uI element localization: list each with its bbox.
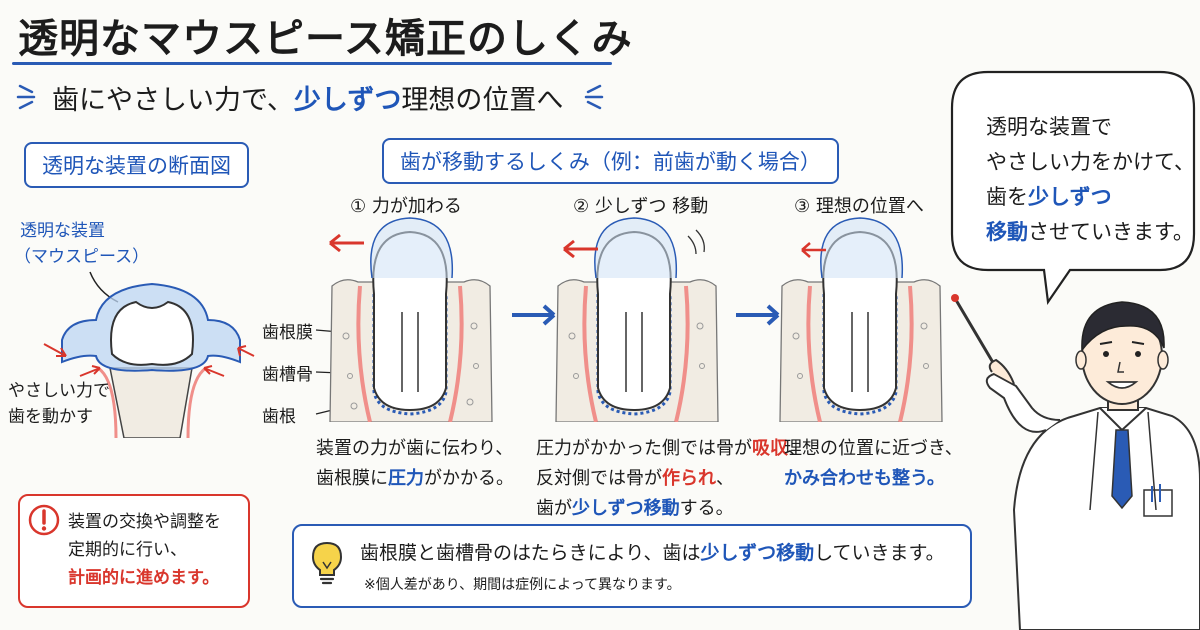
crown xyxy=(110,300,194,366)
subtitle-part2: 理想の位置へ xyxy=(401,85,564,116)
doctor-illustration xyxy=(951,294,1200,630)
title-underline xyxy=(12,62,612,65)
subtitle-highlight: 少しずつ xyxy=(293,85,402,116)
device-label-sub: （マウスピース） xyxy=(14,247,150,267)
bubble-line1: 透明な装置で xyxy=(986,115,1112,139)
tip-main: 歯根膜と歯槽骨のはたらきにより、歯は少しずつ移動していきます。 xyxy=(360,542,945,564)
desc3-line2: かみ合わせも整う。 xyxy=(784,468,945,489)
desc1-line2: 歯根膜に圧力がかかる。 xyxy=(316,468,514,489)
tip-note: ※個人差があり、期間は症例によって異なります。 xyxy=(364,577,681,593)
label-alveolar-bone: 歯槽骨 xyxy=(262,365,313,385)
exclamation-icon xyxy=(28,504,60,536)
tooth-step-3 xyxy=(779,217,943,422)
force-arrow-step-1 xyxy=(329,233,364,253)
next-arrow-2 xyxy=(736,304,780,326)
label-root: 歯根 xyxy=(262,407,296,427)
desc2-line3: 歯が少しずつ移動する。 xyxy=(536,498,734,519)
cross-section-heading: 透明な装置の断面図 xyxy=(24,142,249,188)
force-arrow-step-3 xyxy=(801,242,826,258)
root xyxy=(109,367,193,438)
step-3-description: 理想の位置に近づき、 かみ合わせも整う。 xyxy=(784,434,963,494)
emphasis-marks-right xyxy=(584,84,604,110)
warning-line2: 定期的に行い、 xyxy=(68,540,187,560)
tooth-step-1 xyxy=(329,217,493,422)
next-arrow-1 xyxy=(512,304,556,326)
lightbulb-icon xyxy=(311,541,343,585)
bubble-line4: 移動させていきます。 xyxy=(986,220,1194,244)
step-1-description: 装置の力が歯に伝わり、 歯根膜に圧力がかかる。 xyxy=(316,434,514,494)
label-periodontal-ligament: 歯根膜 xyxy=(262,323,313,343)
speech-bubble xyxy=(950,70,1196,306)
desc1-line1: 装置の力が歯に伝わり、 xyxy=(316,438,514,459)
tooth-step-2 xyxy=(555,217,719,422)
step-2-label: ② 少しずつ 移動 xyxy=(573,196,709,217)
force-arrow-step-2 xyxy=(563,239,598,259)
desc2-line2: 反対側では骨が作られ、 xyxy=(536,468,734,489)
tip-box: 歯根膜と歯槽骨のはたらきにより、歯は少しずつ移動していきます。 ※個人差があり、… xyxy=(292,524,972,608)
step-3-label: ③ 理想の位置へ xyxy=(794,196,924,217)
mechanism-heading: 歯が移動するしくみ（例：前歯が動く場合） xyxy=(382,138,839,184)
warning-box: 装置の交換や調整を 定期的に行い、 計画的に進めます。 xyxy=(18,494,250,608)
bubble-line2: やさしい力をかけて、 xyxy=(986,150,1195,174)
force-label-line1: やさしい力で xyxy=(8,381,110,401)
step-2-description: 圧力がかかった側では骨が吸収、 反対側では骨が作られ、 歯が少しずつ移動する。 xyxy=(536,434,806,524)
device-label: 透明な装置 xyxy=(20,221,105,241)
desc2-line1: 圧力がかかった側では骨が吸収、 xyxy=(536,438,806,459)
desc3-line1: 理想の位置に近づき、 xyxy=(784,438,963,459)
warning-text: 装置の交換や調整を 定期的に行い、 計画的に進めます。 xyxy=(68,508,221,592)
bubble-text: 透明な装置で やさしい力をかけて、 歯を少しずつ 移動させていきます。 xyxy=(986,110,1195,250)
emphasis-marks-left xyxy=(16,84,36,110)
warning-line1: 装置の交換や調整を xyxy=(68,512,221,532)
step-1-label: ① 力が加わる xyxy=(350,196,462,217)
subtitle-part1: 歯にやさしい力で、 xyxy=(52,85,294,116)
page-title: 透明なマウスピース矯正のしくみ xyxy=(18,16,633,62)
subtitle: 歯にやさしい力で、少しずつ理想の位置へ xyxy=(52,78,563,117)
cross-section-diagram xyxy=(43,271,255,438)
force-label-line2: 歯を動かす xyxy=(8,407,93,427)
warning-line3: 計画的に進めます。 xyxy=(68,568,220,588)
bubble-line3: 歯を少しずつ xyxy=(986,185,1112,209)
